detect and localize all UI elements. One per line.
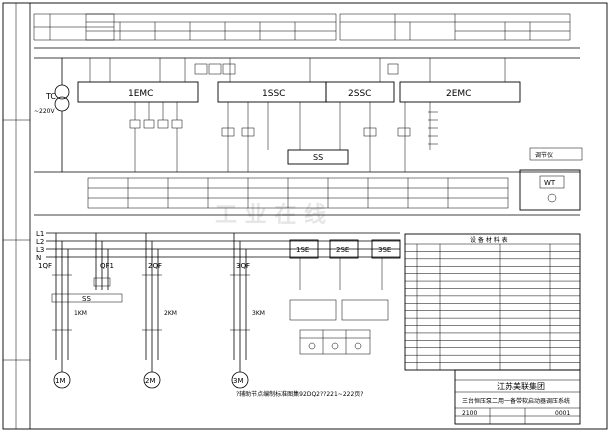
bottom-note: ?辅助节点编制标准图集92DQ2??221~222页? [236, 390, 363, 398]
contactor-1km: 1KM [74, 310, 87, 317]
svg-text:2100: 2100 [462, 410, 477, 417]
ss-bar: SS [51, 293, 123, 303]
right-contact-list [428, 111, 438, 145]
svg-text:1M: 1M [55, 377, 66, 385]
svg-text:WT: WT [544, 179, 556, 187]
breaker-qf1: QF1 [100, 262, 114, 270]
control-function-table [87, 177, 509, 209]
svg-text:0001: 0001 [555, 410, 570, 417]
module-1ssc: 1SSC [217, 81, 327, 103]
relay-group-1emc [129, 102, 183, 172]
feeder-2 [142, 233, 162, 360]
svg-text:L3: L3 [36, 246, 44, 254]
equipment-table-rows [405, 251, 580, 363]
contactor-3km: 3KM [252, 310, 265, 317]
svg-text:2SSC: 2SSC [348, 89, 371, 99]
regulator-wt: 调节仪 WT [519, 147, 583, 211]
svg-text:2EMC: 2EMC [446, 89, 471, 99]
equipment-table: 设 备 材 料 表 [404, 233, 581, 371]
motor-3m: 3M [231, 371, 249, 389]
soft-starter-2se: 2SE [329, 239, 359, 290]
svg-text:SS: SS [82, 295, 91, 303]
svg-text:设 备 材 料 表: 设 备 材 料 表 [470, 236, 508, 244]
svg-text:调节仪: 调节仪 [535, 151, 553, 159]
svg-text:3SE: 3SE [378, 246, 391, 254]
svg-text:L1: L1 [36, 230, 44, 238]
breaker-1qf: 1QF [38, 262, 52, 270]
breaker-3qf: 3QF [236, 262, 250, 270]
power-bus: L1 L2 L3 N [36, 230, 400, 262]
feeder-qf1 [93, 233, 111, 290]
company-name: 江苏美联集团 [497, 381, 545, 391]
svg-text:2M: 2M [145, 377, 156, 385]
top-header-tables [33, 13, 571, 41]
motor-2m: 2M [143, 371, 161, 389]
svg-text:3M: 3M [233, 377, 244, 385]
title-block: 江苏美联集团 三台恒压泵二用一备带软启动器调压系统 2100 0001 [454, 369, 581, 425]
svg-text:2SE: 2SE [336, 246, 349, 254]
module-2ssc: 2SSC [325, 81, 395, 103]
svg-text:L2: L2 [36, 238, 44, 246]
svg-text:SS: SS [313, 153, 323, 162]
svg-text:1EMC: 1EMC [128, 89, 153, 99]
breaker-2qf: 2QF [148, 262, 162, 270]
selector-switch-ss: SS [287, 149, 349, 165]
module-2emc: 2EMC [399, 81, 521, 103]
module-1emc: 1EMC [77, 81, 199, 103]
contactor-2km: 2KM [164, 310, 177, 317]
svg-text:~220V: ~220V [34, 108, 55, 115]
motor-1m: 1M [53, 371, 71, 389]
svg-text:1SSC: 1SSC [262, 89, 285, 99]
feeder-1 [52, 233, 72, 360]
svg-text:1SE: 1SE [296, 246, 309, 254]
soft-starter-1se: 1SE [289, 239, 319, 290]
svg-text:N: N [36, 254, 41, 262]
soft-starter-3se: 3SE [371, 239, 401, 290]
feeder-3 [230, 233, 250, 360]
terminal-table [299, 329, 371, 355]
svg-text:TC: TC [45, 92, 56, 101]
drawing-title: 三台恒压泵二用一备带软启动器调压系统 [462, 397, 570, 405]
transformer-tc: TC ~220V [34, 58, 70, 172]
